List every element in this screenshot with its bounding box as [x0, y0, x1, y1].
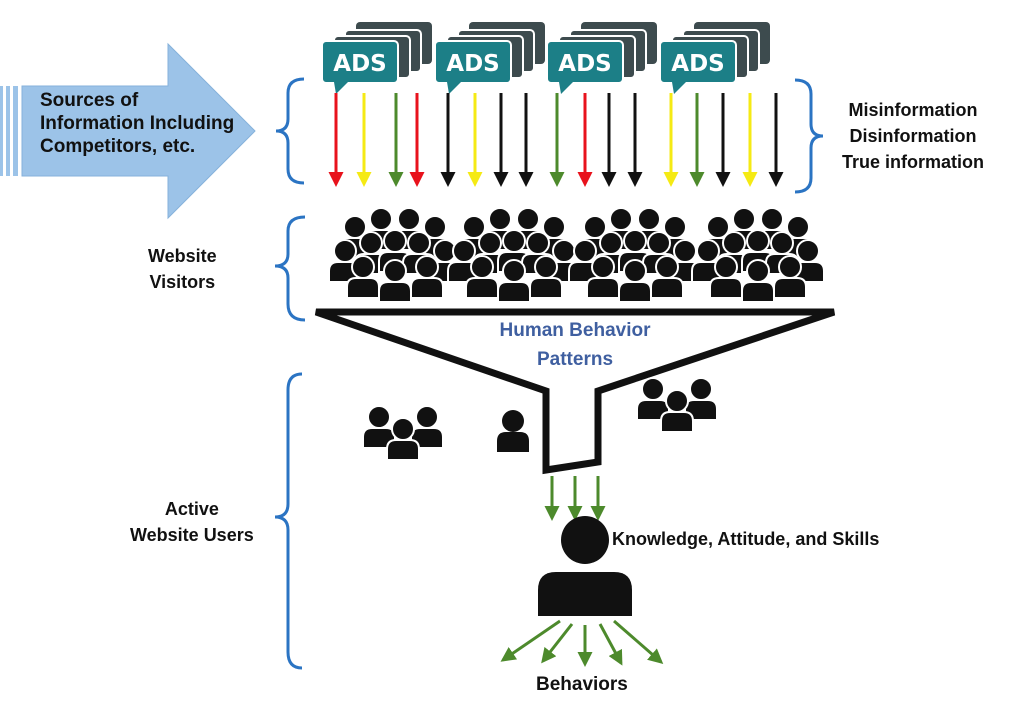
visitors-brace [274, 215, 306, 322]
user-group-icon [636, 377, 718, 433]
active-users-label: Active Website Users [130, 496, 254, 548]
central-person-icon [538, 516, 632, 616]
source-label: Sources of Information Including Competi… [40, 89, 234, 159]
info-brace-right [794, 78, 824, 194]
ads-text: ADS [446, 51, 499, 77]
behavior-arrows [500, 619, 664, 667]
ads-icon: ADS [321, 22, 432, 94]
ads-text: ADS [671, 51, 724, 77]
ads-text: ADS [558, 51, 611, 77]
active-users-brace [274, 372, 303, 670]
source-label-line-3: Competitors, etc. [40, 136, 196, 158]
behaviors-label: Behaviors [536, 674, 628, 695]
crowd-icon [691, 207, 825, 303]
funnel-label-line-2: Patterns [536, 348, 614, 370]
active-label-line-1: Active [164, 499, 219, 519]
funnel [314, 308, 836, 475]
crowd-icon [328, 207, 462, 303]
crowd-icon [447, 207, 581, 303]
info-type-misinformation: Misinformation [848, 100, 978, 120]
behavior-arrow [541, 623, 574, 664]
ads-text: ADS [333, 51, 386, 77]
behavior-arrow [598, 623, 623, 666]
info-brace-left [275, 77, 305, 185]
ads-icon: ADS [659, 22, 770, 94]
funnel-output-arrows [544, 476, 606, 521]
crowd-icon [568, 207, 702, 303]
information-arrows [328, 93, 784, 187]
user-group-icon [362, 405, 444, 461]
website-visitors-label: Website Visitors [148, 243, 217, 295]
knowledge-attitude-skills-label: Knowledge, Attitude, and Skills [612, 529, 880, 549]
source-label-line-2: Information Including [40, 113, 235, 135]
info-types-label: Misinformation Disinformation True infor… [842, 97, 984, 175]
funnel-label: Human Behavior Patterns [470, 317, 680, 374]
ads-icon: ADS [434, 22, 545, 94]
info-type-true-information: True information [842, 152, 985, 173]
visitor-crowds [328, 207, 825, 303]
single-user-icon [497, 410, 529, 452]
behavior-arrow [613, 619, 664, 664]
behavior-arrow [500, 619, 561, 662]
ads-icons: ADS ADS ADS ADS [321, 22, 770, 94]
visitors-label-line-1: Website [148, 246, 217, 266]
ads-icon: ADS [546, 22, 657, 94]
active-label-line-2: Website Users [130, 525, 254, 546]
source-label-line-1: Sources of [40, 90, 139, 111]
visitors-label-line-2: Visitors [149, 272, 216, 293]
info-type-disinformation: Disinformation [849, 126, 977, 147]
source-arrow [0, 42, 256, 220]
funnel-label-line-1: Human Behavior [499, 320, 651, 341]
